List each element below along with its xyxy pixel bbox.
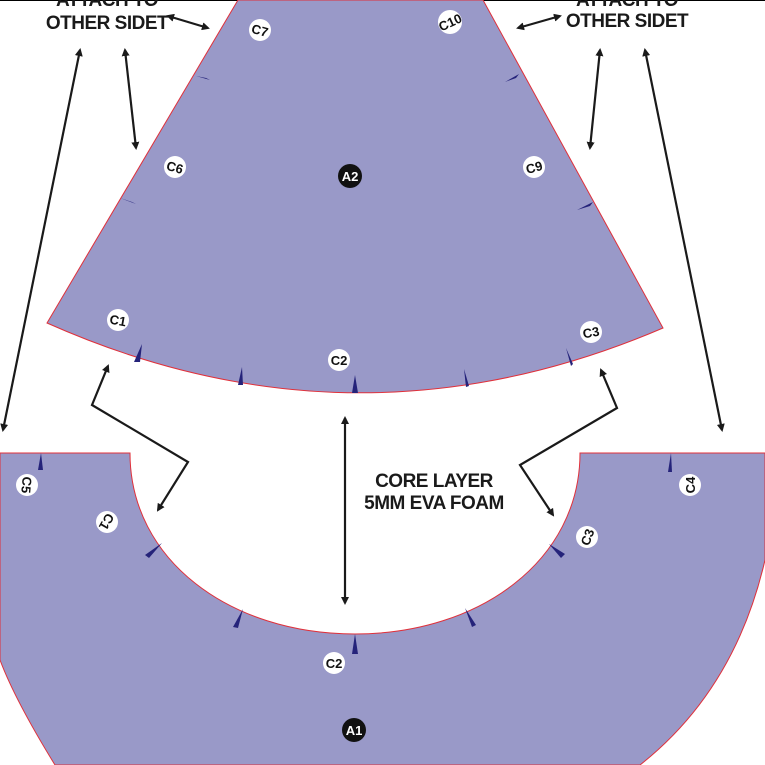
arrow-attach-left <box>166 13 210 31</box>
marker-c1-top: C1 <box>107 309 129 331</box>
marker-c4: C4 <box>679 474 701 496</box>
svg-text:5MM EVA FOAM: 5MM EVA FOAM <box>364 493 504 514</box>
svg-text:C3: C3 <box>582 324 601 342</box>
svg-text:ATTACH TO: ATTACH TO <box>576 0 678 11</box>
marker-c5: C5 <box>16 474 38 496</box>
svg-text:C2: C2 <box>326 656 343 671</box>
svg-text:C1: C1 <box>96 511 117 533</box>
arrow-c1-link <box>90 364 190 512</box>
arrow-left-short <box>121 48 140 150</box>
arrow-attach-right <box>516 13 562 31</box>
marker-c10: C10 <box>436 10 464 34</box>
svg-text:A1: A1 <box>346 723 363 738</box>
marker-c2-top: C2 <box>328 349 350 371</box>
svg-text:OTHER SIDET: OTHER SIDET <box>566 11 689 32</box>
marker-c3-top: C3 <box>580 321 602 343</box>
svg-text:A2: A2 <box>342 169 359 184</box>
svg-text:CORE LAYER: CORE LAYER <box>375 471 494 492</box>
marker-a1: A1 <box>342 718 366 742</box>
svg-text:C4: C4 <box>683 476 698 493</box>
attach-label-right: ATTACH TO OTHER SIDET <box>566 0 690 32</box>
arrows <box>0 13 725 605</box>
marker-c2-bottom: C2 <box>323 652 345 674</box>
marker-c3-bottom: C3 <box>576 526 598 548</box>
svg-text:ATTACH TO: ATTACH TO <box>56 0 158 11</box>
attach-label-left: ATTACH TO OTHER SIDET <box>46 0 170 34</box>
svg-text:C9: C9 <box>524 158 544 177</box>
pattern-piece-a2 <box>46 0 664 394</box>
core-layer-label: CORE LAYER 5MM EVA FOAM <box>364 471 504 514</box>
svg-text:C2: C2 <box>331 353 348 368</box>
marker-c1-bottom: C1 <box>96 511 118 533</box>
svg-text:C3: C3 <box>578 527 598 548</box>
marker-c6: C6 <box>164 156 186 178</box>
svg-text:C6: C6 <box>165 158 185 177</box>
arrow-right-long <box>642 48 725 432</box>
notch-marks <box>38 74 672 654</box>
svg-text:OTHER SIDET: OTHER SIDET <box>46 13 169 34</box>
svg-text:C1: C1 <box>108 312 127 330</box>
arrow-c3-link <box>518 368 619 517</box>
marker-c9: C9 <box>523 156 545 178</box>
svg-text:C5: C5 <box>18 476 34 494</box>
svg-text:C7: C7 <box>250 21 270 40</box>
arrow-left-long <box>0 48 83 432</box>
marker-c7: C7 <box>249 19 271 41</box>
arrow-right-short <box>586 48 604 150</box>
marker-a2: A2 <box>338 164 362 188</box>
